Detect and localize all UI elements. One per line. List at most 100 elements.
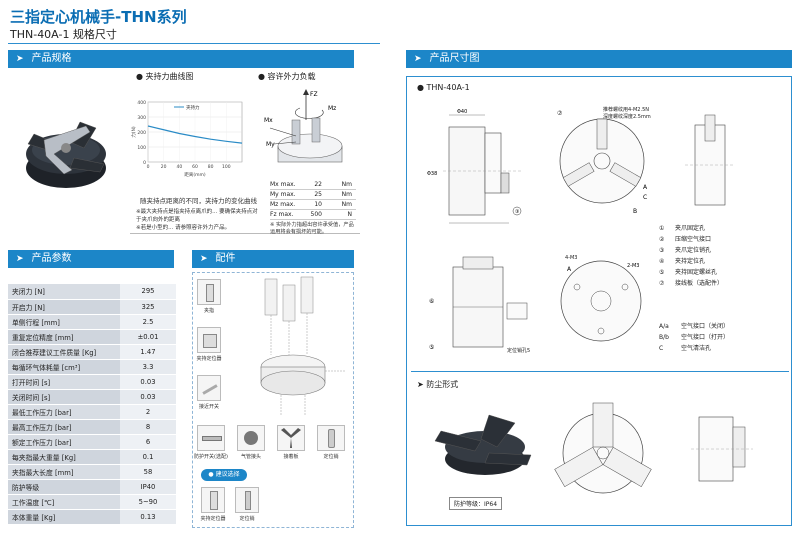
param-row: 打开时间 [s]0.03: [8, 374, 176, 390]
param-name: 打开时间 [s]: [8, 374, 120, 390]
param-value: 6: [120, 434, 176, 450]
plate-shape: [281, 428, 301, 448]
param-value: 3.3: [120, 359, 176, 375]
param-name: 防护等级: [8, 479, 120, 495]
param-row: 工作温度 [℃]5~90: [8, 494, 176, 510]
accessory-sensor[interactable]: [197, 375, 221, 401]
accessories-panel: 夹指 夹持定位器 接近开关 防护开关(选配) 气管接头 接着板 定位销 ● 建议…: [192, 272, 354, 528]
param-row: 重复定位精度 [mm]±0.01: [8, 329, 176, 345]
chart-y-tick: 400: [137, 100, 146, 106]
dimensions-panel: ● THN-40A-1 Φ40 Φ38 ③ ⑦ A C B 推荐螺纹用4-M2.…: [406, 76, 792, 526]
chart-y-tick: 100: [137, 145, 146, 151]
fz-label: FZ: [310, 91, 318, 98]
param-row: 每夹指最大重量 [Kg]0.1: [8, 449, 176, 465]
svg-text:③: ③: [515, 209, 519, 215]
section-bar-dimensions: ➤产品尺寸图: [406, 50, 792, 68]
accessory-holder[interactable]: [197, 327, 221, 353]
svg-text:A: A: [567, 266, 572, 273]
svg-text:Φ38: Φ38: [427, 171, 437, 177]
dust-top-drawing: [554, 402, 652, 494]
section-bar-accessories: ➤配件: [192, 250, 354, 268]
guard-shape: [202, 436, 222, 441]
param-value: 5~90: [120, 494, 176, 510]
param-value: 0.03: [120, 374, 176, 390]
svg-text:⑦: ⑦: [557, 110, 563, 117]
chart-y-tick: 300: [137, 115, 146, 121]
accessory-plate[interactable]: [277, 425, 305, 451]
suggest-holder[interactable]: [201, 487, 225, 513]
svg-text:B: B: [633, 208, 637, 215]
param-name: 闭合推荐建议工件质量 [Kg]: [8, 344, 120, 360]
chart-y-tick: 200: [137, 130, 146, 136]
param-row: 最高工作压力 [bar]8: [8, 419, 176, 435]
param-row: 单侧行程 [mm]2.5: [8, 314, 176, 330]
chart-legend-label: 夹持力: [186, 104, 200, 111]
param-value: IP40: [120, 479, 176, 495]
spec-divider: [130, 233, 360, 234]
section-bar-spec: ➤产品规格: [8, 50, 354, 68]
svg-text:⑤: ⑤: [429, 344, 434, 351]
svg-text:Mx: Mx: [264, 117, 273, 124]
accessory-finger[interactable]: [197, 279, 221, 305]
param-name: 开启力 [N]: [8, 299, 120, 315]
right-view-drawing: [685, 114, 735, 206]
bottom-view-drawing: A 2-M3: [560, 260, 642, 342]
svg-text:C: C: [643, 194, 647, 201]
param-value: 8: [120, 419, 176, 435]
arrow-icon: ➤: [16, 254, 24, 264]
param-name: 夹闭力 [N]: [8, 284, 120, 300]
page-title: 三指定心机械手-THN系列: [10, 8, 187, 26]
param-row: 夹指最大长度 [mm]58: [8, 464, 176, 480]
finger-shape: [206, 284, 214, 302]
chart-y-label: 力(N): [130, 126, 137, 138]
top-view-drawing: ⑦ A C B: [557, 110, 648, 215]
accessory-fitting[interactable]: [237, 425, 265, 451]
param-name: 夹指最大长度 [mm]: [8, 464, 120, 480]
param-value: ±0.01: [120, 329, 176, 345]
screw-notes: 推荐螺纹用4-M2.5N 深度螺纹深度2.5mm: [603, 107, 651, 120]
moment-note: ※ 实际外力指超出容许承受值，产品运用将会有损坏的可能。: [270, 222, 354, 235]
param-value: 325: [120, 299, 176, 315]
param-name: 单侧行程 [mm]: [8, 314, 120, 330]
pin-shape: [328, 429, 335, 448]
accessory-pin[interactable]: [317, 425, 345, 451]
param-row: 额定工作压力 [bar]6: [8, 434, 176, 450]
ip-label: 防护等级：IP64: [449, 497, 503, 510]
param-row: 每循环气体耗量 [cm³]3.3: [8, 359, 176, 375]
param-name: 关闭时间 [s]: [8, 389, 120, 405]
arrow-icon: ➤: [414, 54, 422, 64]
force-chart-heading: ● 夹持力曲线图: [136, 72, 194, 81]
model-heading: ● THN-40A-1: [417, 83, 470, 92]
chart-x-tick: 20: [161, 164, 167, 170]
thread-note: 4-M3: [565, 255, 578, 261]
svg-text:⑥: ⑥: [429, 298, 434, 305]
chart-x-tick: 40: [176, 164, 182, 170]
dust-photo: [434, 414, 532, 475]
chart-x-tick: 60: [192, 164, 198, 170]
moment-diagram: FZ Mz Mx My: [264, 89, 343, 163]
accessory-guard[interactable]: [197, 425, 225, 451]
svg-text:Φ40: Φ40: [457, 109, 467, 115]
suggest-pin[interactable]: [235, 487, 259, 513]
chart-y-tick: 0: [143, 160, 146, 166]
param-name: 本体重量 [Kg]: [8, 509, 120, 525]
param-name: 最低工作压力 [bar]: [8, 404, 120, 420]
param-value: 58: [120, 464, 176, 480]
svg-text:Mz: Mz: [328, 105, 336, 112]
